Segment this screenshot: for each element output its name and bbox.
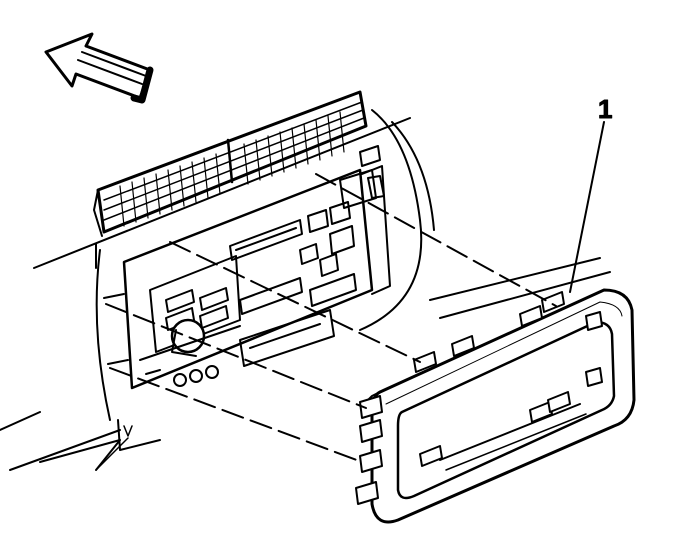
alignment-lines-solid: [103, 293, 129, 365]
fastener-detail: [95, 425, 133, 471]
radio-hvac-controls: [122, 145, 391, 390]
direction-arrow-icon: [44, 32, 154, 104]
trim-bezel: [355, 288, 636, 524]
callout-1: 1: [569, 94, 613, 293]
alignment-lines: [105, 173, 557, 463]
callout-number: 1: [598, 94, 612, 124]
air-vent: [93, 90, 368, 237]
